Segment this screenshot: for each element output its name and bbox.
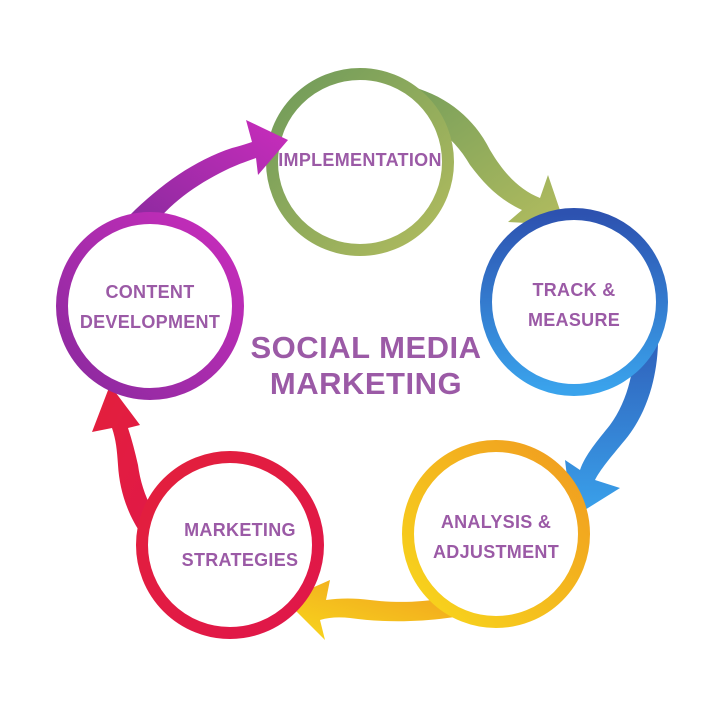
implementation-label: IMPLEMENTATION — [278, 150, 442, 170]
implementation-ring — [266, 68, 454, 256]
track-measure-label-line1: TRACK & — [532, 280, 615, 300]
stage-track-measure: TRACK & MEASURE — [480, 208, 668, 518]
stage-implementation: IMPLEMENTATION — [266, 68, 565, 256]
stage-analysis-adjustment: ANALYSIS & ADJUSTMENT — [285, 440, 590, 640]
marketing-strategies-arrow — [92, 385, 178, 560]
content-development-arrow — [130, 120, 288, 228]
marketing-strategies-ring — [136, 451, 324, 639]
content-development-label-line1: CONTENT — [105, 282, 194, 302]
marketing-strategies-label-line1: MARKETING — [184, 520, 296, 540]
analysis-adjustment-ring — [402, 440, 590, 628]
analysis-adjustment-label-line2: ADJUSTMENT — [433, 542, 559, 562]
content-development-label-line2: DEVELOPMENT — [80, 312, 220, 332]
marketing-strategies-label-line2: STRATEGIES — [182, 550, 299, 570]
center-title: SOCIAL MEDIA MARKETING — [250, 330, 481, 401]
stage-marketing-strategies: MARKETING STRATEGIES — [92, 385, 324, 639]
track-measure-ring — [480, 208, 668, 396]
center-title-line1: SOCIAL MEDIA — [250, 330, 481, 365]
track-measure-label-line2: MEASURE — [528, 310, 620, 330]
stage-content-development: CONTENT DEVELOPMENT — [56, 120, 288, 400]
content-development-ring — [56, 212, 244, 400]
implementation-arrow — [360, 80, 565, 225]
analysis-adjustment-arrow — [285, 580, 490, 640]
center-title-line2: MARKETING — [270, 366, 462, 401]
analysis-adjustment-label-line1: ANALYSIS & — [441, 512, 551, 532]
